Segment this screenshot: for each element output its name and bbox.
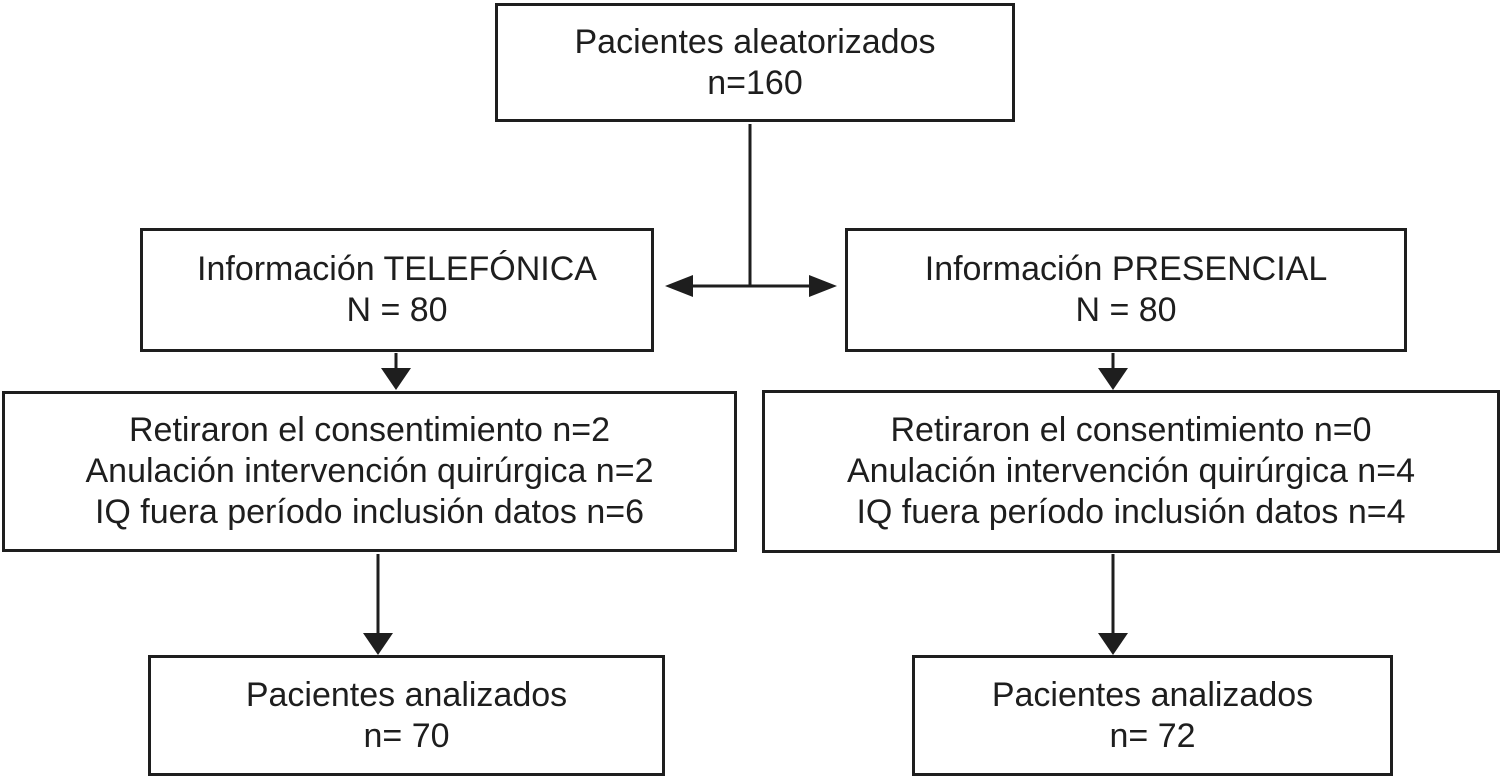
box-exclusions-presencial: Retiraron el consentimiento n=0 Anulació… <box>762 390 1500 553</box>
arrowhead-telefonica-exclusions-icon <box>381 368 411 390</box>
box-text-line: Pacientes analizados <box>245 675 568 714</box>
box-patients-randomized: Pacientes aleatorizados n=160 <box>495 3 1015 122</box>
box-text-line: n= 70 <box>363 716 450 755</box>
box-text-line: Pacientes analizados <box>991 675 1314 714</box>
box-text-line: Anulación intervención quirúrgica n=4 <box>847 452 1415 490</box>
box-text-line: Retiraron el consentimiento n=0 <box>890 411 1372 449</box>
box-text-line: IQ fuera período inclusión datos n=6 <box>94 493 645 531</box>
arrowhead-presencial-exclusions-icon <box>1098 368 1128 390</box>
box-analyzed-presencial: Pacientes analizados n= 72 <box>912 655 1393 776</box>
box-text-line: n=160 <box>707 63 803 102</box>
arrowhead-to-presencial-icon <box>809 275 837 297</box>
box-text-line: N = 80 <box>346 291 448 329</box>
arrowhead-telefonica-analyzed-icon <box>363 633 393 655</box>
box-text-line: Retiraron el consentimiento n=2 <box>129 411 610 449</box>
box-text-line: Pacientes aleatorizados <box>574 22 936 61</box>
box-text-line: Anulación intervención quirúrgica n=2 <box>85 452 654 490</box>
box-text-line: Información PRESENCIAL <box>924 250 1328 288</box>
box-info-telefonica: Información TELEFÓNICA N = 80 <box>140 228 654 352</box>
box-text-line: Información TELEFÓNICA <box>197 250 597 288</box>
box-analyzed-telefonica: Pacientes analizados n= 70 <box>148 655 665 776</box>
box-text-line: N = 80 <box>1075 291 1177 329</box>
box-info-presencial: Información PRESENCIAL N = 80 <box>845 228 1407 352</box>
box-exclusions-telefonica: Retiraron el consentimiento n=2 Anulació… <box>2 391 737 552</box>
arrowhead-presencial-analyzed-icon <box>1098 633 1128 655</box>
arrowhead-to-telefonica-icon <box>665 275 693 297</box>
box-text-line: n= 72 <box>1109 716 1196 755</box>
box-text-line: IQ fuera período inclusión datos n=4 <box>856 493 1406 531</box>
